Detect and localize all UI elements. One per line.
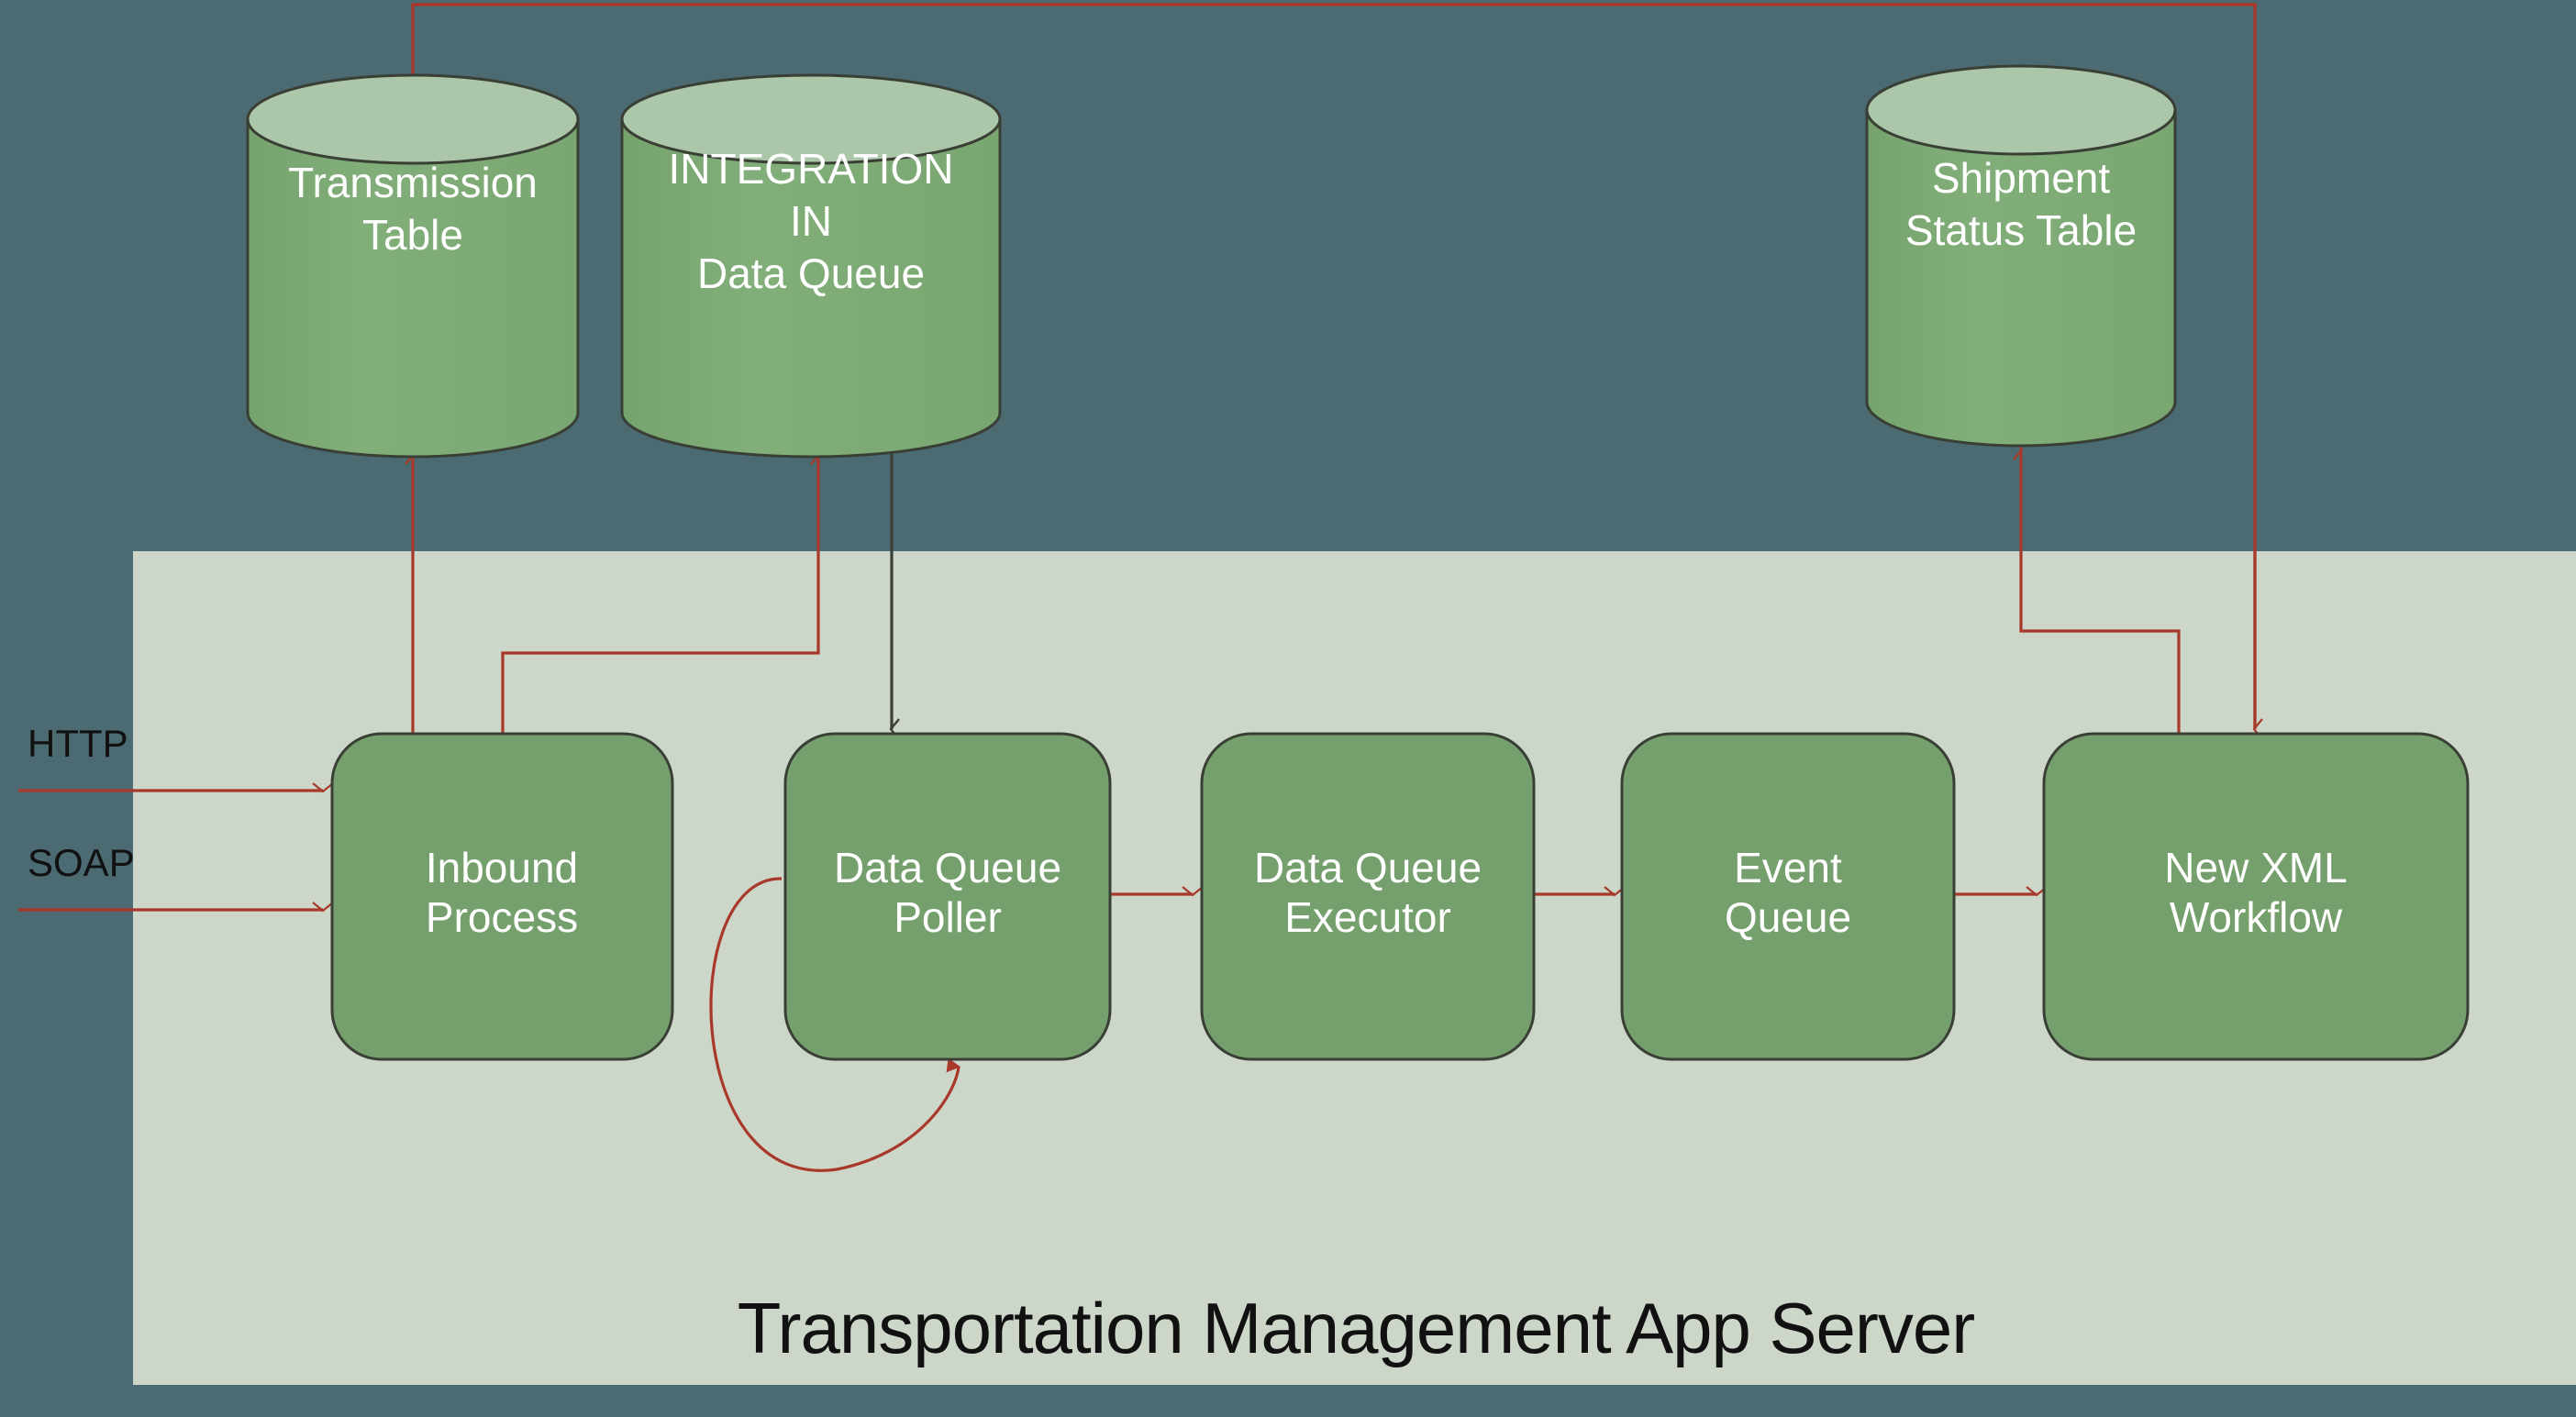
connector-poller-self-loop	[709, 877, 961, 1172]
connector-transmission-to-xml-workflow	[411, 3, 2263, 740]
process-event-queue[interactable]: Event Queue	[1620, 732, 1956, 1061]
process-data-queue-executor[interactable]: Data Queue Executor	[1200, 732, 1536, 1061]
datastore-label-line-1: INTEGRATION	[669, 145, 954, 193]
datastore-label-line-2: IN	[790, 197, 832, 245]
process-data-queue-poller[interactable]: Data Queue Poller	[783, 732, 1112, 1061]
process-label-line-2: Poller	[894, 893, 1002, 941]
input-label-http: HTTP	[28, 722, 128, 765]
process-label-line-1: Inbound	[426, 844, 578, 891]
process-label-line-2: Queue	[1725, 893, 1851, 941]
datastore-transmission-table[interactable]: Transmission Table	[246, 73, 580, 459]
connector-xml-workflow-to-shipment-status	[2013, 438, 2181, 734]
cylinder-top-transmission-table	[246, 73, 580, 165]
input-label-soap: SOAP	[28, 841, 135, 884]
process-label-line-1: Event	[1734, 844, 1842, 891]
datastore-label-line-1: Transmission	[288, 159, 538, 206]
process-new-xml-workflow[interactable]: New XML Workflow	[2042, 732, 2470, 1061]
process-label-line-1: Data Queue	[834, 844, 1061, 891]
process-label-line-1: New XML	[2164, 844, 2347, 891]
datastore-integration-in-data-queue[interactable]: INTEGRATION IN Data Queue	[620, 73, 1002, 459]
process-label-line-2: Executor	[1284, 893, 1451, 941]
datastore-label-line-2: Table	[362, 211, 463, 259]
cylinder-top-integration-in-data-queue	[620, 73, 1002, 165]
connector-inbound-to-integration-queue	[501, 443, 821, 734]
process-label-line-2: Process	[426, 893, 578, 941]
cylinder-top-shipment-status-table	[1865, 64, 2177, 156]
process-inbound-process[interactable]: Inbound Process	[330, 732, 674, 1061]
datastore-label-line-1: Shipment	[1932, 154, 2111, 202]
process-label-line-1: Data Queue	[1254, 844, 1482, 891]
datastore-shipment-status-table[interactable]: Shipment Status Table	[1865, 64, 2177, 448]
app-server-panel-title: Transportation Management App Server	[738, 1288, 1975, 1368]
process-label-line-2: Workflow	[2170, 893, 2343, 941]
datastore-label-line-3: Data Queue	[697, 249, 925, 297]
datastore-label-line-2: Status Table	[1905, 206, 2137, 254]
